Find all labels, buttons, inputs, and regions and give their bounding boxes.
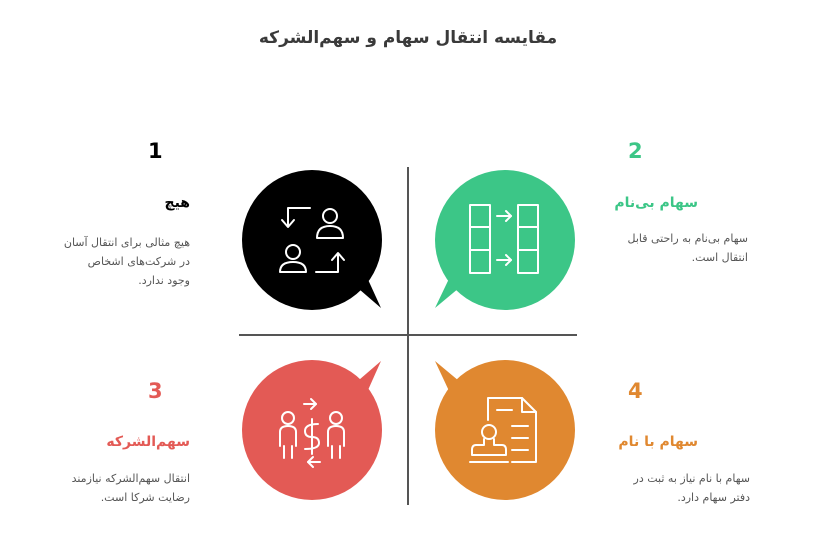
- bubble-green: [435, 170, 575, 310]
- quadrant-2-description: سهام بی‌نام به راحتی قابل انتقال است.: [568, 229, 748, 267]
- bubble-black: [242, 170, 382, 310]
- description-line: انتقال است.: [691, 251, 748, 264]
- quadrant-3-label: سهم‌الشرکه: [106, 434, 190, 450]
- quadrant-4-description: سهام با نام نیاز به ثبت در دفتر سهام دار…: [570, 469, 750, 507]
- description-line: در شرکت‌های اشخاص: [87, 255, 190, 268]
- description-line: انتقال سهم‌الشرکه نیازمند: [71, 472, 190, 485]
- description-line: دفتر سهام دارد.: [677, 491, 750, 504]
- quadrant-2-label: سهام بی‌نام: [614, 195, 698, 211]
- quadrant-4-label: سهام با نام: [618, 434, 698, 450]
- quadrant-1-label: هیچ: [164, 195, 190, 211]
- quadrant-1-number: 1: [148, 139, 163, 163]
- grid-transfer-icon: [469, 204, 539, 274]
- page-title: مقایسه انتقال سهام و سهم‌الشرکه: [258, 28, 558, 48]
- people-exchange-icon: [279, 207, 345, 273]
- document-stamp-icon: [469, 397, 537, 463]
- description-line: رضایت شرکا است.: [100, 491, 190, 504]
- description-line: هیچ مثالی برای انتقال آسان: [63, 236, 190, 249]
- quadrant-4-number: 4: [628, 379, 643, 403]
- quadrant-3-description: انتقال سهم‌الشرکه نیازمند رضایت شرکا است…: [10, 469, 190, 507]
- horizontal-axis: [239, 334, 577, 336]
- quadrant-2-number: 2: [628, 139, 643, 163]
- quadrant-1-description: هیچ مثالی برای انتقال آسان در شرکت‌های ا…: [10, 233, 190, 290]
- description-line: سهام بی‌نام به راحتی قابل: [627, 232, 748, 245]
- bubble-orange: [435, 360, 575, 500]
- money-exchange-icon: [279, 398, 345, 468]
- description-line: وجود ندارد.: [138, 274, 190, 287]
- description-line: سهام با نام نیاز به ثبت در: [633, 472, 750, 485]
- vertical-axis: [407, 167, 409, 505]
- quadrant-3-number: 3: [148, 379, 163, 403]
